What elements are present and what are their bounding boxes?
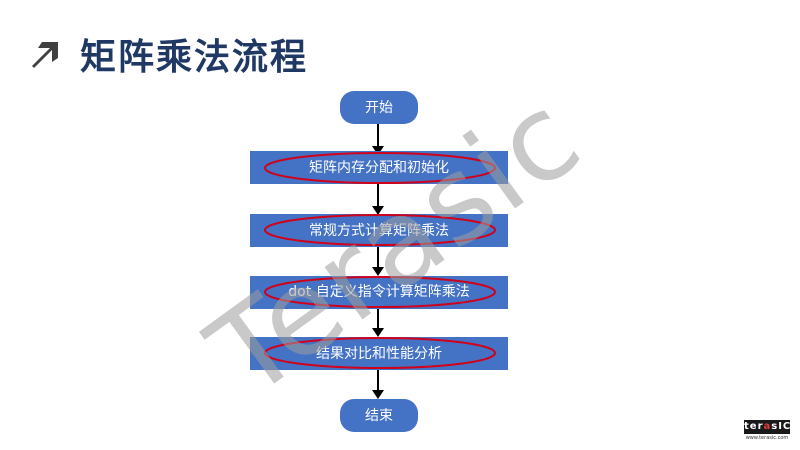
- start-label: 开始: [365, 100, 393, 116]
- connector-arrowhead: [372, 206, 384, 215]
- step2-label: 常规方式计算矩阵乘法: [309, 223, 449, 239]
- highlight-ellipse: [264, 337, 496, 369]
- logo-text-c: sIC: [771, 421, 792, 432]
- logo-url: www.terasic.com: [745, 435, 789, 441]
- end-node: [340, 399, 418, 432]
- connector-arrowhead: [372, 328, 384, 337]
- step1-label: 矩阵内存分配和初始化: [309, 160, 449, 176]
- arrow-icon: [32, 42, 58, 68]
- end-label: 结束: [365, 408, 393, 424]
- connector-arrowhead: [372, 390, 384, 399]
- connector-arrowhead: [372, 267, 384, 276]
- logo-text-a: ter: [744, 421, 764, 432]
- highlight-ellipse: [264, 214, 496, 246]
- highlight-ellipse: [264, 152, 496, 184]
- step4-label: 结果对比和性能分析: [316, 346, 442, 362]
- highlight-ellipse: [264, 276, 496, 308]
- connector-arrowhead: [372, 146, 384, 155]
- terasic-logo: terasIC www.terasic.com: [744, 420, 790, 441]
- page-title: 矩阵乘法流程: [80, 37, 309, 78]
- start-node: [340, 91, 418, 124]
- step3-label: dot 自定义指令计算矩阵乘法: [288, 284, 470, 300]
- logo-text-b: a: [763, 421, 772, 432]
